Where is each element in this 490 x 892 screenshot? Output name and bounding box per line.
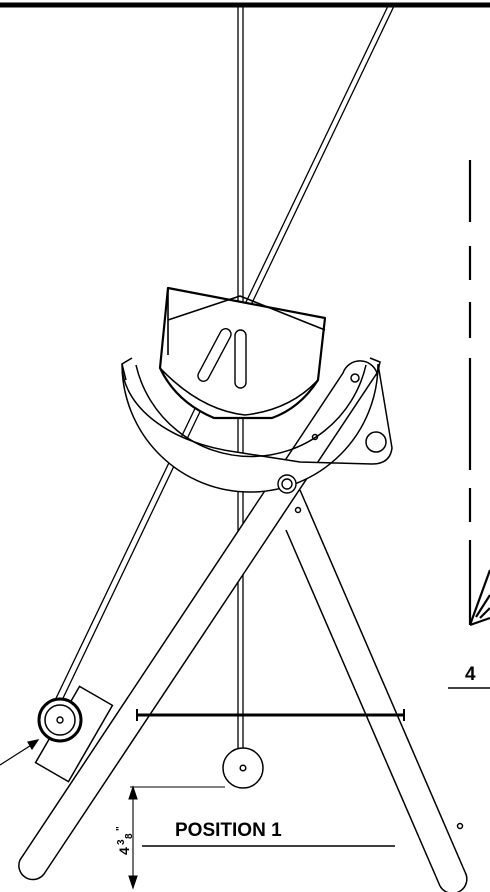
dimension-label: 4 3 8 " (115, 826, 135, 855)
spreader-bar (136, 709, 405, 721)
rear-leg (285, 489, 468, 892)
counterweight-pulley (222, 747, 264, 789)
side-pulley-assembly (34, 685, 114, 783)
dimension-lines (128, 785, 225, 890)
dimension-numerator: 3 (116, 839, 127, 845)
leader-arrow (0, 739, 40, 766)
front-leg (18, 360, 378, 881)
pivot-bolt (277, 474, 297, 494)
dimension-whole: 4 (116, 847, 132, 855)
cradle-bracket (121, 357, 393, 493)
dimension-inch-mark: " (115, 826, 126, 831)
bracket-hole (365, 431, 387, 453)
position-label: POSITION 1 (175, 820, 282, 841)
right-dashed-line (468, 160, 490, 627)
side-label: 4 (465, 664, 476, 685)
cable-tips (197, 328, 247, 389)
dimension-denominator: 8 (124, 833, 135, 839)
